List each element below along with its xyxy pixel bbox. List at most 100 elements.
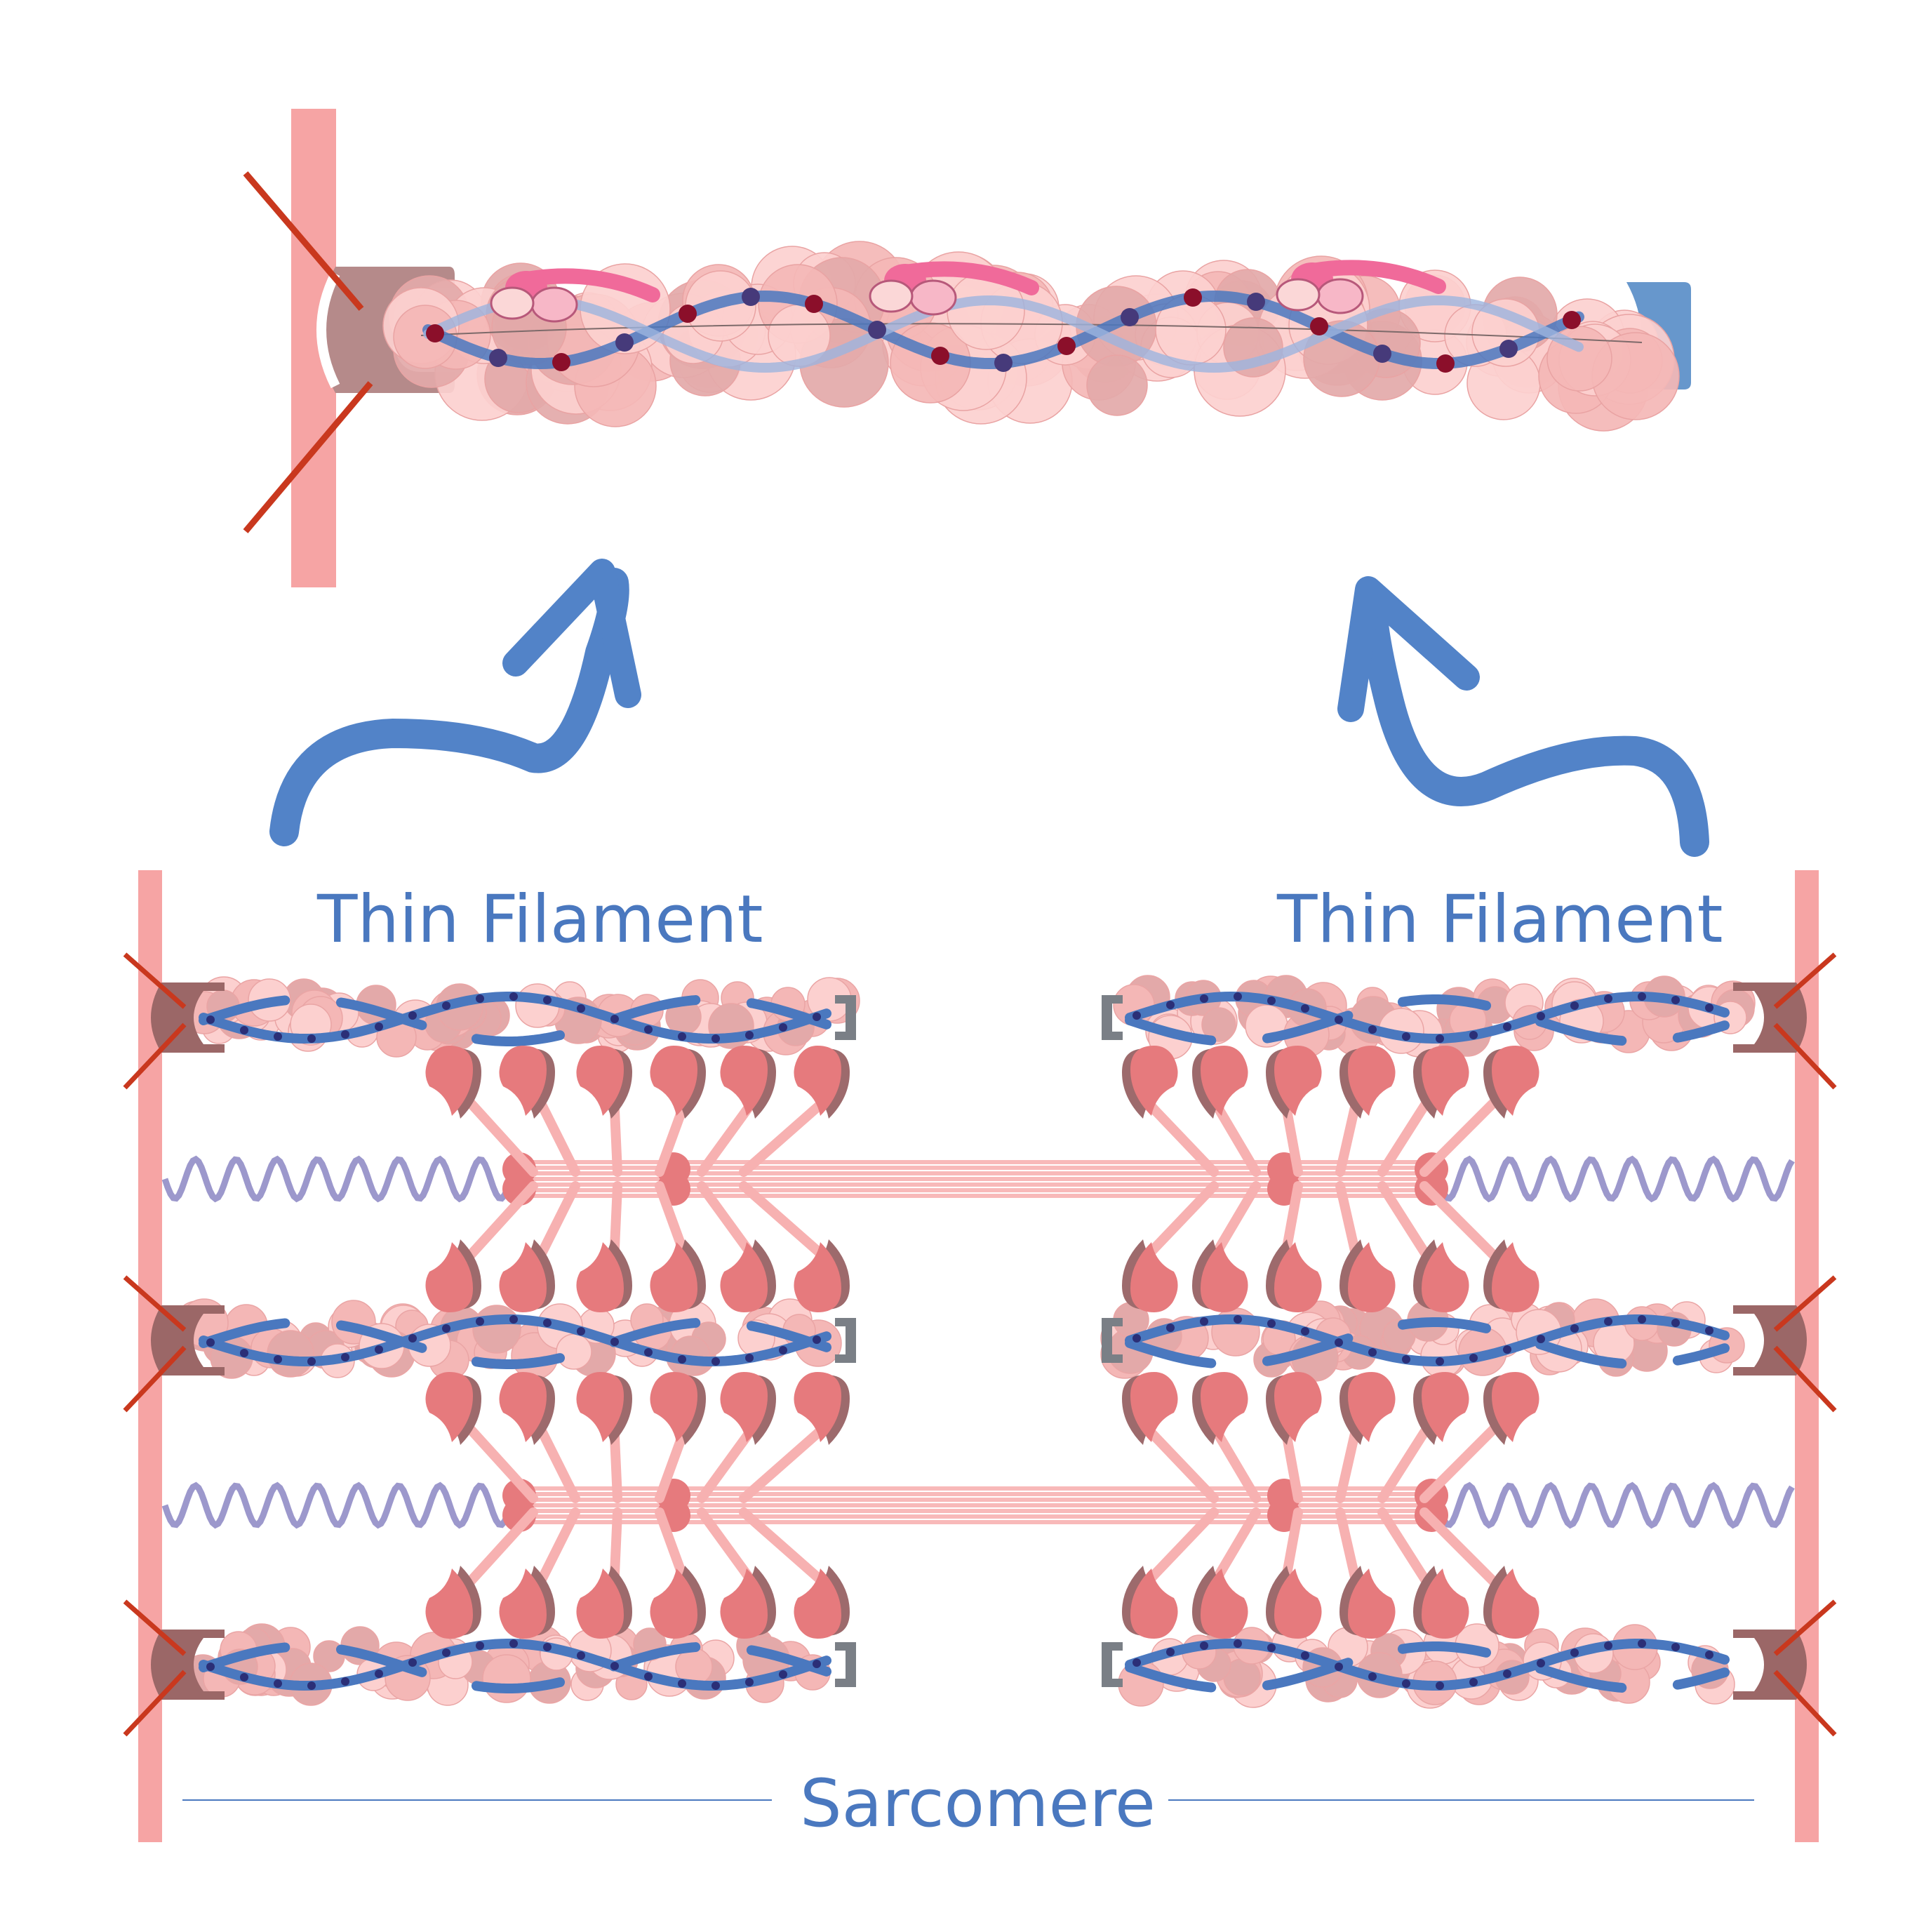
myosin-head (499, 1046, 555, 1119)
myosin-head-body (794, 1568, 841, 1639)
myosin-head-body (1130, 1242, 1178, 1312)
myosin-head (794, 1239, 850, 1312)
tropomyosin-dot (1335, 1663, 1343, 1671)
myosin-head-body (499, 1372, 547, 1442)
myosin-head (499, 1372, 555, 1445)
tropomodulin-cap (835, 1642, 856, 1687)
myosin-head (1339, 1046, 1396, 1119)
tropomyosin-dot (1671, 1319, 1680, 1327)
tropomyosin-strand (199, 1317, 831, 1369)
myosin-head (425, 1239, 481, 1312)
myosin-head (650, 1372, 706, 1445)
myosin-head-body (1130, 1372, 1178, 1442)
tropomyosin-dot (1671, 1643, 1680, 1651)
myosin-neck (739, 1507, 836, 1594)
tropomyosin-dot (1057, 337, 1076, 355)
tropomyosin-dot (711, 1357, 720, 1366)
tropomyosin-dot (1499, 340, 1518, 358)
tropomyosin-dot (1132, 1334, 1141, 1343)
myosin-head (1413, 1239, 1469, 1312)
tropomyosin-dot (1503, 1022, 1511, 1031)
tropomyosin-dot (476, 1641, 484, 1650)
tropomyosin-dot (1469, 1354, 1478, 1362)
thin-filament-label-right: Thin Filament (1277, 881, 1723, 958)
tropomyosin-dot (240, 1026, 248, 1034)
titin-spring (1435, 1155, 1795, 1203)
myosin-head (1266, 1046, 1322, 1119)
tropomyosin-dot (1705, 1651, 1713, 1659)
myosin-head (1192, 1566, 1248, 1639)
thick-filament (161, 1090, 1795, 1268)
tropomyosin-dot (341, 1353, 349, 1361)
thin-filament-right (1100, 1298, 1807, 1382)
thin-filament-right (1102, 1623, 1807, 1709)
z-line-cross (123, 952, 187, 1009)
myosin-head (576, 1566, 632, 1639)
myosin-head-body (1130, 1568, 1178, 1639)
curved-arrow-right (1357, 582, 1709, 857)
tropomyosin-dot (745, 1354, 754, 1362)
tropomyosin-dot (476, 1317, 484, 1326)
tropomyosin-dot (1537, 1012, 1545, 1020)
z-line-cross (1773, 1275, 1837, 1332)
tropomyosin-dot (931, 347, 949, 365)
z-line-cross (243, 381, 373, 533)
tropomyosin-dot (1301, 1651, 1309, 1660)
tropomyosin-dot (1267, 1319, 1276, 1328)
troponin-t (490, 286, 535, 320)
myosin-head (576, 1046, 632, 1119)
tropomyosin-dot (1469, 1031, 1478, 1039)
myosin-neck (1419, 1416, 1506, 1503)
myosin-head-body (720, 1568, 768, 1639)
myosin-head (576, 1239, 632, 1312)
tropomyosin-dot (1436, 1034, 1444, 1043)
myosin-head (1339, 1566, 1396, 1639)
myosin-head-body (650, 1568, 697, 1639)
tropomyosin-dot (307, 1681, 316, 1690)
tropomyosin-dot (711, 1034, 720, 1043)
thin-filament-left (151, 1298, 856, 1380)
myosin-head (1192, 1239, 1248, 1312)
actin-bead (556, 1333, 592, 1370)
tropomyosin-dot (1234, 1315, 1242, 1324)
tropomyosin-dot (1402, 1355, 1410, 1364)
myosin-head-body (576, 1372, 624, 1442)
myosin-head-body (794, 1372, 841, 1442)
tropomyosin-dot (1335, 1338, 1343, 1347)
tropomyosin-dot (206, 1015, 215, 1024)
myosin-head (650, 1239, 706, 1312)
tropomyosin-dot (1503, 1345, 1511, 1354)
tropomyosin-dot (678, 1032, 686, 1041)
z-line-cross (1773, 1345, 1837, 1413)
tropomyosin-dot (509, 1639, 518, 1648)
tropomyosin-dot (509, 1315, 518, 1324)
myosin-head-body (1201, 1046, 1248, 1116)
z-line-cross (1773, 1670, 1837, 1737)
titin-spring (161, 1155, 519, 1203)
tropomyosin-dot (1402, 1679, 1410, 1688)
myosin-head-body (425, 1046, 473, 1116)
capz-gap (316, 271, 340, 389)
z-line-cross (1773, 1599, 1837, 1656)
tropomyosin-dot (813, 1013, 821, 1021)
tropomyosin-strand (1125, 1317, 1730, 1370)
thin-filament-closeup (243, 109, 1691, 587)
troponin-i (530, 286, 578, 323)
myosin-head (1122, 1239, 1178, 1312)
tropomyosin-dot (1301, 1004, 1309, 1013)
tropomyosin-dot (1705, 1326, 1713, 1335)
myosin-head (1413, 1372, 1469, 1445)
tropomyosin-dot (1200, 994, 1208, 1003)
tropomyosin-dot (1436, 1681, 1444, 1690)
tropomyosin-dot (678, 1355, 686, 1364)
tropomyosin-dot (610, 1662, 619, 1670)
tropomyosin-dot (813, 1660, 821, 1668)
myosin-head-body (425, 1242, 473, 1312)
myosin-neck (458, 1416, 538, 1503)
tropomyosin-dot (1368, 1348, 1377, 1357)
tropomyosin-dot (543, 1319, 552, 1327)
tropomyosin-dot (1234, 992, 1242, 1001)
tropomyosin-dot (1604, 994, 1612, 1003)
myosin-head (1483, 1046, 1539, 1119)
tropomyosin-dot (307, 1034, 316, 1043)
